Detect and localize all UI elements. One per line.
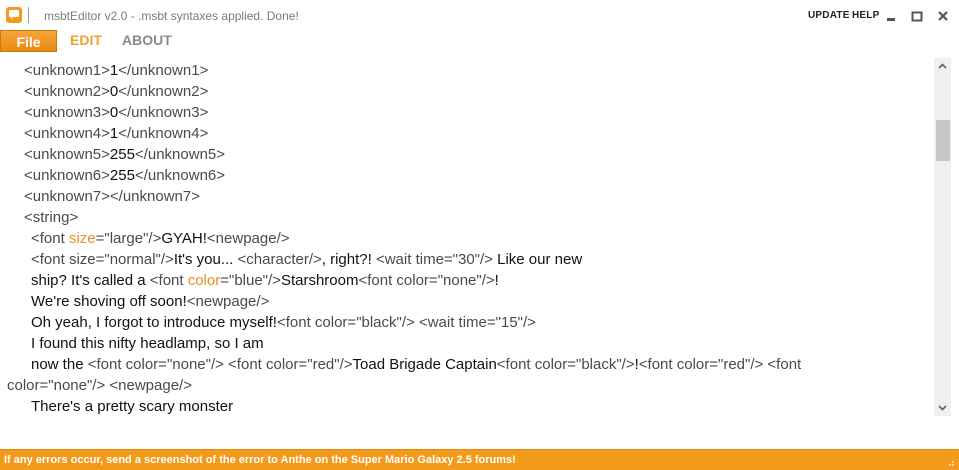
editor-line[interactable]: There's a pretty scary monster [31, 397, 233, 417]
chevron-down-icon [938, 405, 947, 411]
text-content: Starshroom [280, 272, 359, 289]
text-content: Toad Brigade Captain [352, 356, 497, 373]
menu-file[interactable]: File [0, 30, 57, 52]
editor-line[interactable]: <font size="large"/>GYAH!<newpage/> [31, 229, 290, 249]
status-message: If any errors occur, send a screenshot o… [4, 454, 516, 466]
editor-line[interactable]: <unknown1>1</unknown1> [24, 61, 208, 81]
text-content: ! [634, 356, 639, 373]
markup-tag: <unknown4> [24, 125, 110, 142]
markup-tag: ="large"/> [95, 230, 162, 247]
text-content: 1 [109, 125, 119, 142]
window-title: msbtEditor v2.0 - .msbt syntaxes applied… [44, 9, 299, 23]
text-content: GYAH! [161, 230, 207, 247]
markup-tag: color="none"/> <newpage/> [7, 377, 192, 394]
text-content: 1 [109, 62, 119, 79]
editor-line[interactable]: <unknown7></unknown7> [24, 187, 200, 207]
markup-tag: <unknown6> [24, 167, 110, 184]
maximize-button[interactable] [910, 9, 924, 23]
markup-tag: <font color="none"/> [358, 272, 495, 289]
status-bar: If any errors occur, send a screenshot o… [0, 449, 959, 470]
text-content: Like our new [492, 251, 583, 268]
scroll-up-button[interactable] [934, 58, 951, 75]
text-content: It's you... [173, 251, 238, 268]
markup-tag: <unknown3> [24, 104, 110, 121]
markup-tag: </unknown3> [118, 104, 209, 121]
text-content: 255 [109, 146, 135, 163]
markup-tag: <wait time="30"/> [375, 251, 493, 268]
close-icon [938, 11, 948, 21]
editor-line[interactable]: <unknown5>255</unknown5> [24, 145, 225, 165]
update-link[interactable]: UPDATE [808, 10, 850, 21]
scroll-down-button[interactable] [934, 399, 951, 416]
resize-grip-icon[interactable] [945, 457, 955, 467]
menu-edit[interactable]: EDIT [70, 32, 102, 48]
attribute-name: color [187, 272, 221, 289]
markup-tag: <font [149, 272, 188, 289]
markup-tag: <font color="none"/> <font color="red"/> [87, 356, 353, 373]
text-content: 0 [109, 83, 119, 100]
title-bar: msbtEditor v2.0 - .msbt syntaxes applied… [0, 0, 959, 30]
text-content: Oh yeah, I forgot to introduce myself! [31, 314, 277, 331]
markup-tag: ="blue"/> [220, 272, 281, 289]
text-content: ! [494, 272, 499, 289]
editor-line[interactable]: now the <font color="none"/> <font color… [31, 355, 801, 375]
markup-tag: <string> [24, 209, 79, 226]
markup-tag: <character/> [237, 251, 322, 268]
markup-tag: <font color="black"/> [496, 356, 635, 373]
markup-tag: <font color="red"/> <font [638, 356, 802, 373]
text-content: I found this nifty headlamp, so I am [31, 335, 264, 352]
title-separator [28, 7, 29, 23]
chevron-up-icon [938, 63, 947, 69]
text-content: 0 [109, 104, 119, 121]
markup-tag: <newpage/> [206, 230, 290, 247]
editor-line[interactable]: <font size="normal"/>It's you... <charac… [31, 250, 582, 270]
editor-line[interactable]: We're shoving off soon!<newpage/> [31, 292, 269, 312]
speech-bubble-icon [9, 10, 19, 19]
markup-tag: <unknown2> [24, 83, 110, 100]
markup-tag: </unknown5> [134, 146, 226, 163]
menu-bar: File EDIT ABOUT [0, 30, 959, 52]
editor-line[interactable]: I found this nifty headlamp, so I am [31, 334, 264, 354]
maximize-icon [911, 11, 923, 22]
scrollbar-thumb[interactable] [936, 120, 950, 161]
menu-about[interactable]: ABOUT [122, 32, 172, 48]
editor-line[interactable]: <unknown2>0</unknown2> [24, 82, 208, 102]
editor-line[interactable]: <unknown4>1</unknown4> [24, 124, 208, 144]
text-content: There's a pretty scary monster [31, 398, 234, 415]
text-content: 255 [109, 167, 135, 184]
markup-tag: <font size="normal"/> [31, 251, 174, 268]
editor-line[interactable]: color="none"/> <newpage/> [7, 376, 192, 396]
close-button[interactable] [936, 9, 950, 23]
markup-tag: </unknown4> [118, 125, 209, 142]
attribute-name: size [68, 230, 96, 247]
minimize-icon [887, 18, 895, 21]
text-content: We're shoving off soon! [31, 293, 187, 310]
text-content: , right?! [321, 251, 376, 268]
markup-tag: </unknown6> [134, 167, 226, 184]
text-content: now the [31, 356, 88, 373]
markup-tag: <unknown1> [24, 62, 110, 79]
markup-tag: </unknown1> [118, 62, 209, 79]
app-icon[interactable] [6, 7, 22, 23]
editor-line[interactable]: <unknown3>0</unknown3> [24, 103, 208, 123]
markup-tag: <font color="black"/> <wait time="15"/> [276, 314, 536, 331]
markup-tag: <unknown7></unknown7> [24, 188, 200, 205]
text-content: ship? It's called a [31, 272, 150, 289]
editor-line[interactable]: ship? It's called a <font color="blue"/>… [31, 271, 499, 291]
editor-line[interactable]: <unknown6>255</unknown6> [24, 166, 225, 186]
editor-line[interactable]: Oh yeah, I forgot to introduce myself!<f… [31, 313, 536, 333]
markup-tag: <unknown5> [24, 146, 110, 163]
markup-tag: <newpage/> [186, 293, 270, 310]
text-editor[interactable]: <unknown1>1</unknown1><unknown2>0</unkno… [0, 58, 934, 440]
vertical-scrollbar[interactable] [934, 58, 951, 416]
help-link[interactable]: HELP [852, 10, 880, 21]
minimize-button[interactable] [884, 9, 898, 23]
editor-line[interactable]: <string> [24, 208, 78, 228]
markup-tag: <font [31, 230, 69, 247]
markup-tag: </unknown2> [118, 83, 209, 100]
